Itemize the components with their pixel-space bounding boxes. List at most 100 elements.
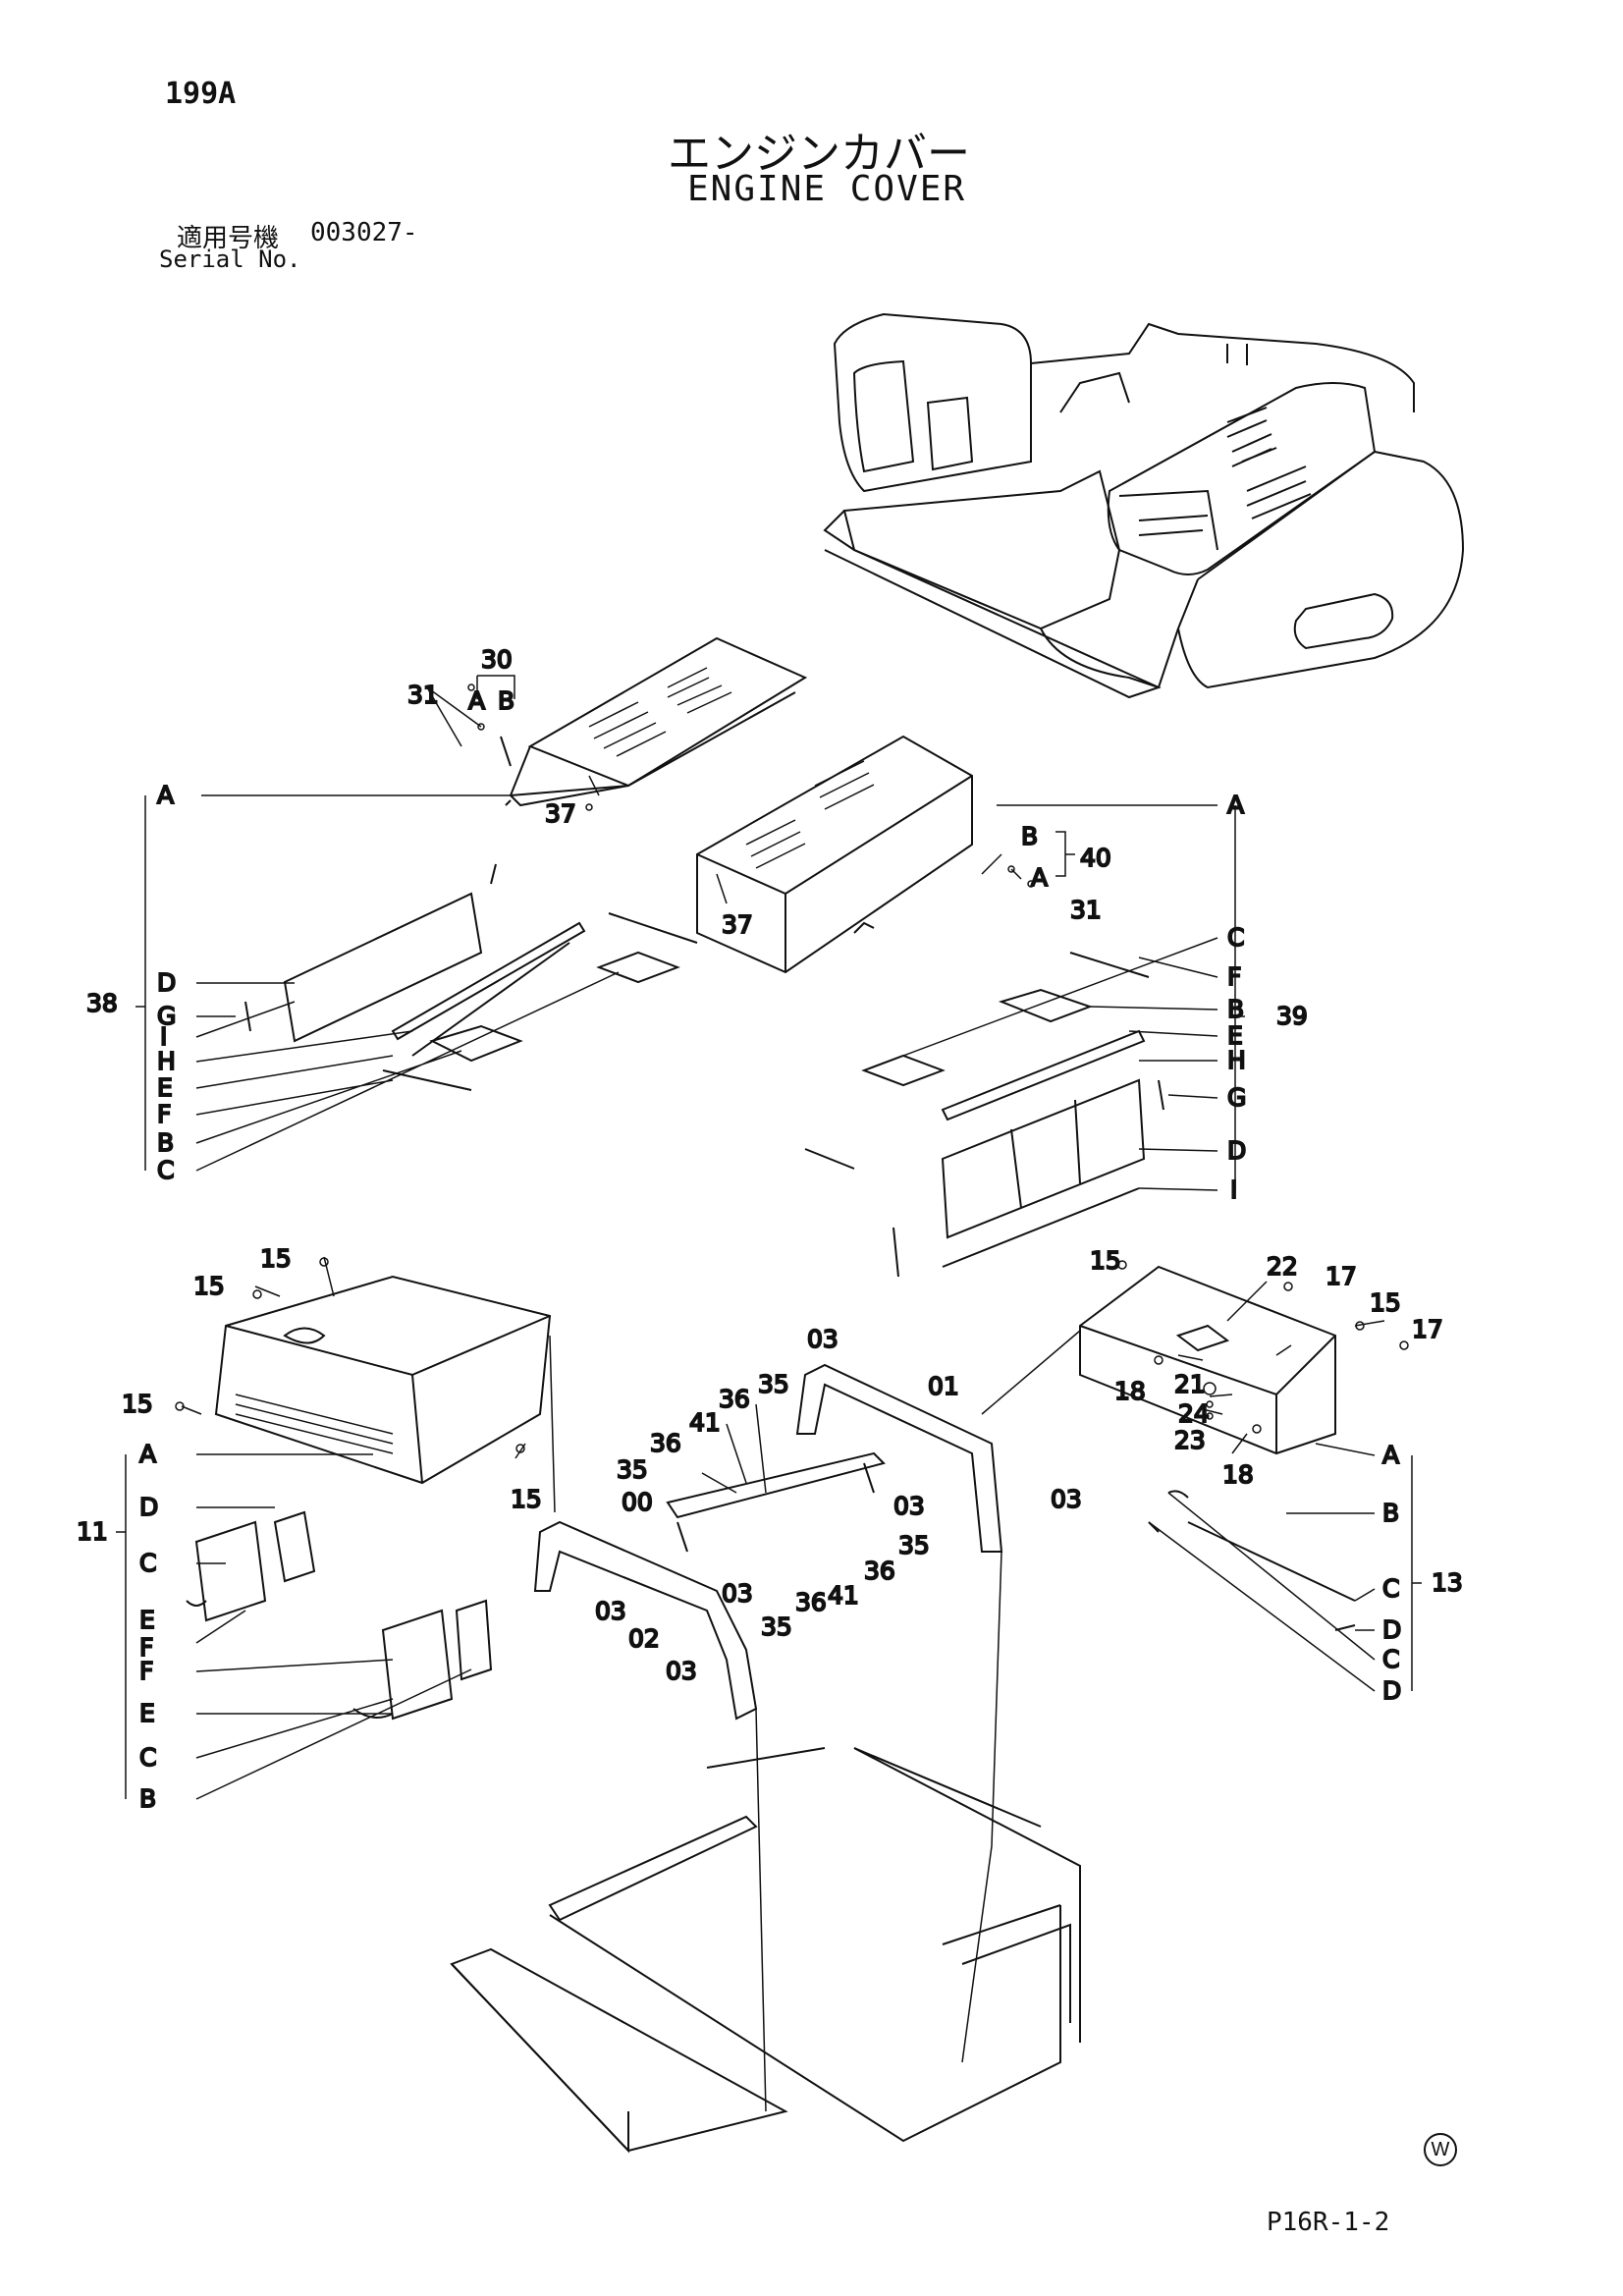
callout-15-left-lower: 15 xyxy=(122,1390,153,1418)
excavator-overview-drawing xyxy=(823,312,1465,699)
g13-letter-D: D xyxy=(1382,1615,1401,1644)
serial-label-english: Serial No. xyxy=(159,246,301,273)
callout-30: 30 xyxy=(481,645,513,674)
g38-letter-I: I xyxy=(160,1022,167,1051)
g11-letter-C: C xyxy=(139,1549,156,1577)
callout-31-right: 31 xyxy=(1070,896,1102,924)
g38-letter-E: E xyxy=(157,1073,173,1102)
callout-15-left-upper: 15 xyxy=(193,1272,225,1300)
g38-letter-A: A xyxy=(157,781,174,809)
callout-41-top: 41 xyxy=(689,1408,721,1437)
g13-letter-A: A xyxy=(1382,1441,1399,1469)
letter-30-B: B xyxy=(498,686,514,715)
page-number: 199A xyxy=(165,77,237,111)
leader-lines xyxy=(181,686,1385,2112)
support-frame-drawing xyxy=(533,1363,1003,1721)
g39-letter-F: F xyxy=(1227,962,1241,991)
callout-02: 02 xyxy=(628,1624,660,1653)
g13-letter-C: C xyxy=(1382,1574,1399,1603)
group-39-letters: A C F B E H G D I xyxy=(1226,790,1247,1205)
callout-15-top: 15 xyxy=(260,1244,292,1273)
g39-letter-C: C xyxy=(1227,923,1244,952)
g11-letter-F: F xyxy=(139,1633,153,1662)
callout-03-center: 03 xyxy=(722,1579,753,1608)
g11-letter-E: E xyxy=(139,1606,155,1634)
g11-letter-C-2: C xyxy=(139,1743,156,1772)
g13-letter-B: B xyxy=(1382,1499,1399,1527)
callout-18-right: 18 xyxy=(1222,1460,1254,1489)
callout-31-left: 31 xyxy=(407,681,439,709)
g11-letter-E-2: E xyxy=(139,1699,155,1727)
g38-letter-C: C xyxy=(157,1156,174,1184)
callout-23: 23 xyxy=(1174,1426,1206,1454)
reference-code: P16R-1-2 xyxy=(1267,2208,1390,2237)
callout-01: 01 xyxy=(928,1372,959,1400)
callout-24: 24 xyxy=(1178,1399,1210,1428)
serial-label-japanese: 適用号機 xyxy=(177,224,280,253)
callout-03-right: 03 xyxy=(1051,1485,1082,1513)
callout-18-left: 18 xyxy=(1114,1377,1146,1405)
base-frame-drawing xyxy=(450,1747,1081,2154)
callout-17-lower: 17 xyxy=(1412,1315,1443,1343)
callout-17-upper: 17 xyxy=(1325,1262,1357,1290)
g11-letter-A: A xyxy=(139,1440,156,1468)
g38-letter-G: G xyxy=(157,1002,176,1030)
w-mark-symbol: W xyxy=(1424,2133,1457,2166)
g39-letter-D: D xyxy=(1227,1136,1246,1165)
callout-35-left: 35 xyxy=(617,1455,648,1484)
g39-letter-H: H xyxy=(1227,1046,1246,1074)
group-brackets xyxy=(116,675,1422,1799)
callout-21: 21 xyxy=(1174,1370,1206,1398)
letter-40-A: A xyxy=(1031,863,1048,892)
callout-37-right: 37 xyxy=(722,910,753,939)
callout-41-bottom: 41 xyxy=(828,1581,859,1610)
callout-36-left: 36 xyxy=(650,1429,681,1457)
g38-letter-H: H xyxy=(157,1047,176,1075)
g13-letter-C-2: C xyxy=(1382,1645,1399,1673)
g13-letter-D-2: D xyxy=(1382,1676,1401,1705)
callout-38: 38 xyxy=(86,989,118,1017)
callout-03-top: 03 xyxy=(807,1325,839,1353)
g11-letter-D: D xyxy=(139,1493,158,1521)
callout-36-bottom: 36 xyxy=(795,1588,827,1616)
group-13-letters: A B C D C D xyxy=(1381,1440,1402,1706)
callout-35-right: 35 xyxy=(898,1531,930,1559)
fastener-marks xyxy=(175,683,1409,1453)
filler-panels-drawing xyxy=(244,863,1164,1278)
callout-03-bottom: 03 xyxy=(666,1657,697,1685)
g39-letter-I: I xyxy=(1230,1175,1237,1204)
callout-15-right: 15 xyxy=(511,1485,542,1513)
callout-03-left: 03 xyxy=(595,1597,626,1625)
g39-letter-B: B xyxy=(1227,995,1244,1023)
callout-22: 22 xyxy=(1267,1252,1298,1281)
callout-11: 11 xyxy=(77,1517,108,1546)
callout-35-top: 35 xyxy=(758,1370,789,1398)
callout-35-bottom: 35 xyxy=(761,1613,792,1641)
g39-letter-E: E xyxy=(1227,1021,1243,1050)
letter-40-B: B xyxy=(1021,822,1038,850)
callout-36-right: 36 xyxy=(864,1557,895,1585)
lower-cover-left-drawing xyxy=(186,1275,552,1721)
callout-39: 39 xyxy=(1276,1002,1308,1030)
upper-cover-left-drawing xyxy=(500,636,808,807)
callout-13: 13 xyxy=(1432,1568,1463,1597)
callout-15-right-cover: 15 xyxy=(1370,1288,1401,1317)
upper-cover-right-drawing xyxy=(696,735,973,974)
serial-number-value: 003027- xyxy=(310,218,418,247)
group-11-letters: A D C E F F E C B xyxy=(138,1439,159,1814)
g11-letter-F-2: F xyxy=(139,1657,153,1685)
lower-cover-right-drawing xyxy=(1079,1265,1356,1631)
callout-15-right-top: 15 xyxy=(1090,1246,1121,1275)
g38-letter-F: F xyxy=(157,1100,171,1128)
callout-03-mid: 03 xyxy=(893,1492,925,1520)
group-38-letters: A D G I H E F B C xyxy=(156,780,177,1185)
g38-letter-D: D xyxy=(157,968,176,997)
letter-30-A: A xyxy=(468,686,485,715)
title-english: ENGINE COVER xyxy=(687,169,967,209)
g11-letter-B: B xyxy=(139,1784,156,1813)
callout-36-top: 36 xyxy=(719,1385,750,1413)
title-japanese: エンジンカバー xyxy=(668,129,970,179)
g39-letter-G: G xyxy=(1227,1083,1246,1112)
callout-00: 00 xyxy=(622,1488,653,1516)
